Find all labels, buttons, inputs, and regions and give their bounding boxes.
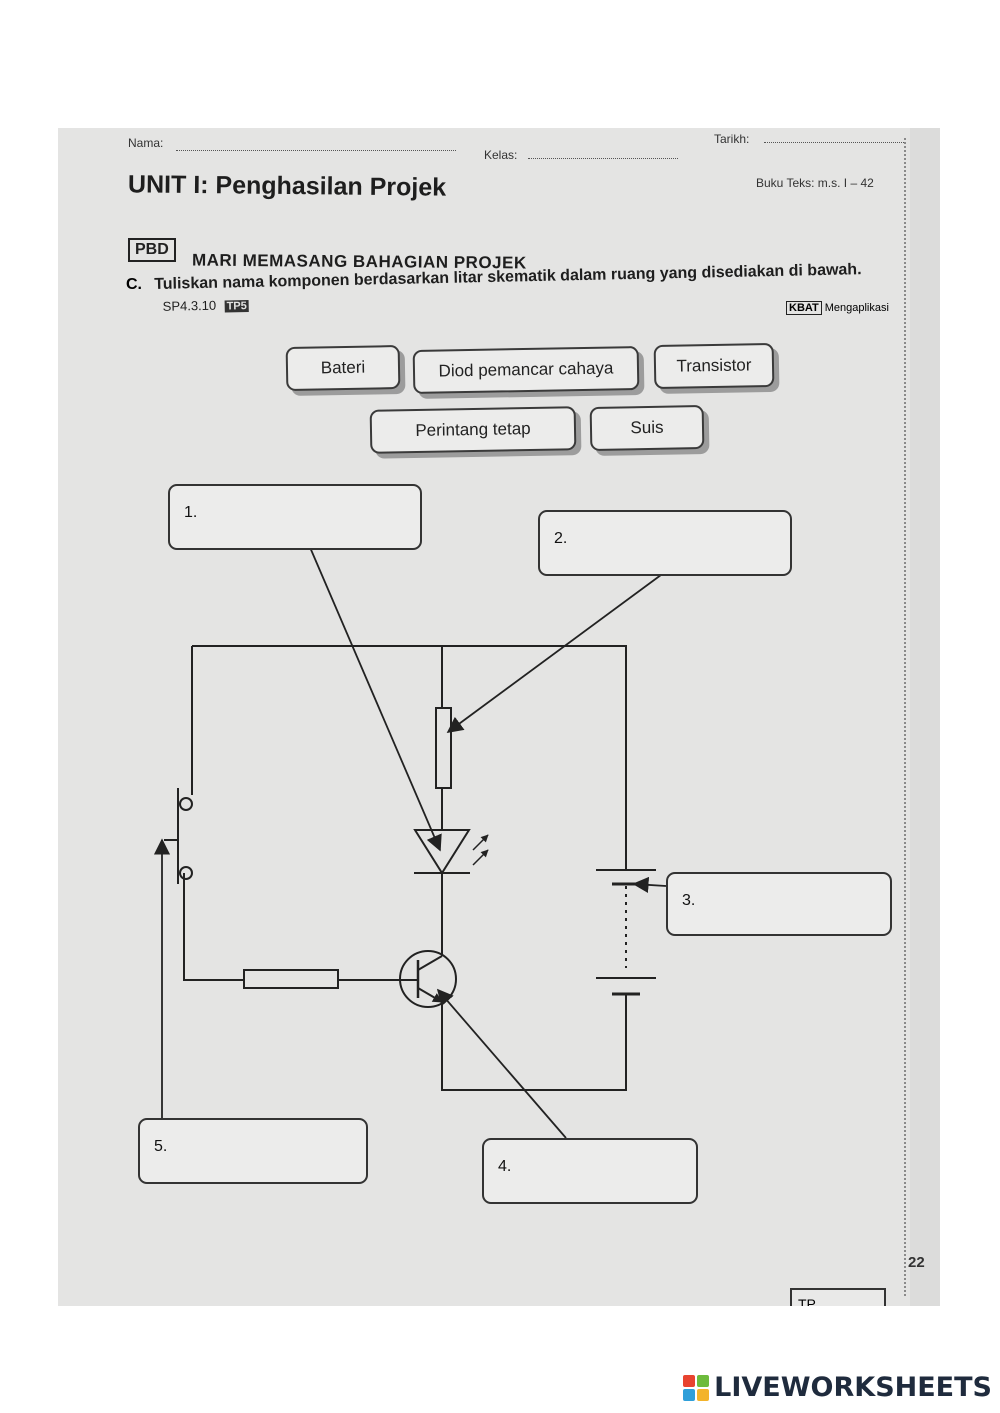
liveworksheets-logo: LIVEWORKSHEETS	[683, 1372, 992, 1403]
answer-number-1: 1.	[184, 504, 198, 521]
answer-box-3[interactable]: 3.	[666, 872, 892, 936]
tarikh-label: Tarikh:	[714, 132, 750, 146]
pointer-arrow-2	[446, 571, 666, 733]
page-number: 22	[908, 1254, 925, 1271]
answer-number-4: 4.	[498, 1158, 512, 1175]
liveworksheets-icon	[683, 1374, 710, 1401]
book-reference: Buku Teks: m.s. I – 42	[756, 176, 874, 190]
fixed-resistor-horizontal	[243, 969, 339, 989]
nama-label: Nama:	[128, 136, 164, 150]
worksheet-photo: Nama: Kelas: Tarikh: UNIT I: Penghasilan…	[58, 128, 940, 1306]
wire-left-lower	[183, 873, 244, 981]
kbat-level: Mengaplikasi	[824, 302, 889, 314]
tarikh-dotted-line	[764, 142, 904, 143]
wire-bottom-right	[441, 1002, 627, 1091]
liveworksheets-wordmark: LIVEWORKSHEETS	[714, 1372, 992, 1403]
answer-box-1[interactable]: 1.	[168, 484, 422, 550]
kbat-badge: KBAT	[786, 301, 822, 315]
tp-score-box: TP	[790, 1288, 886, 1306]
pointer-arrow-4	[436, 988, 567, 1139]
tp-label: TP	[798, 1296, 816, 1306]
nama-dotted-line	[176, 150, 456, 151]
question-letter: C.	[126, 276, 142, 293]
pointer-arrow-3	[632, 876, 667, 893]
answer-number-2: 2.	[554, 530, 568, 547]
led-symbol	[413, 829, 489, 875]
perforation-line	[904, 138, 906, 1296]
answer-box-4[interactable]: 4.	[482, 1138, 698, 1204]
answer-number-5: 5.	[154, 1138, 168, 1155]
fixed-resistor-vertical	[435, 707, 452, 789]
pointer-arrow-1	[305, 537, 442, 852]
switch-symbol	[164, 788, 193, 884]
kelas-dotted-line	[528, 158, 678, 159]
schematic-circuit	[153, 537, 667, 1139]
answer-number-3: 3.	[682, 892, 696, 909]
kelas-label: Kelas:	[484, 148, 518, 162]
pbd-badge: PBD	[128, 238, 176, 262]
answer-box-5[interactable]: 5.	[138, 1118, 368, 1184]
wire-top-right	[192, 645, 627, 833]
worksheet-page: Nama: Kelas: Tarikh: UNIT I: Penghasilan…	[58, 128, 910, 1306]
transistor-symbol	[399, 950, 457, 1008]
answer-box-2[interactable]: 2.	[538, 510, 792, 576]
battery-symbol	[596, 833, 656, 1008]
